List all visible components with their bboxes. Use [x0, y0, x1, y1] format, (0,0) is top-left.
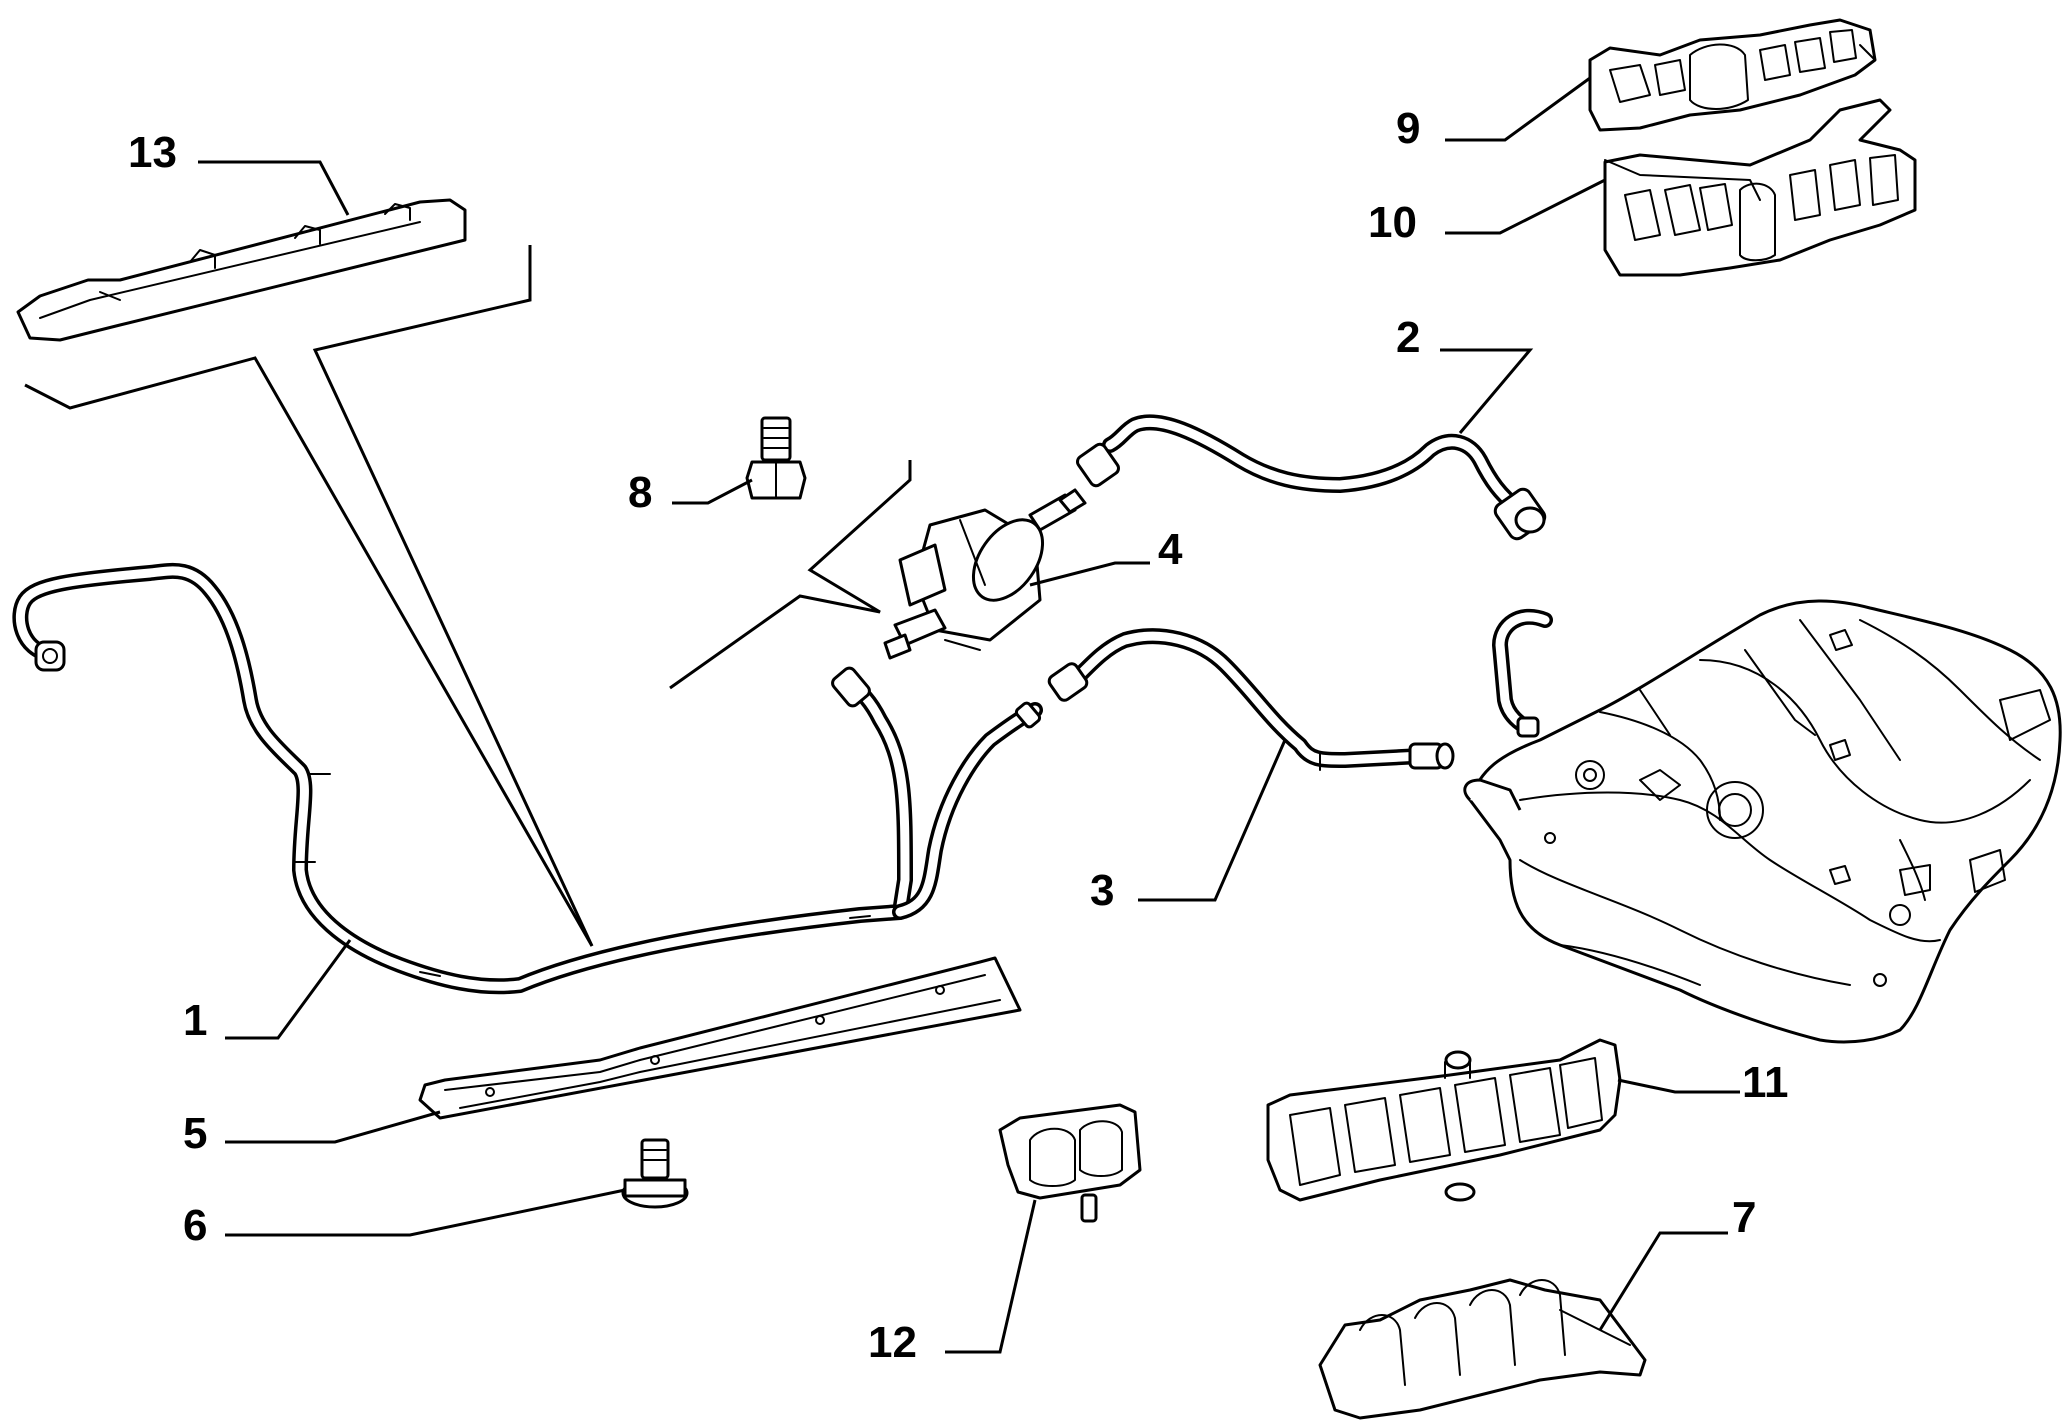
leader-lines [198, 76, 1740, 1354]
leader-4 [1029, 561, 1150, 587]
callout-3: 3 [1090, 866, 1114, 915]
part-3-fuel-line [1047, 628, 1455, 771]
callout-6: 6 [183, 1201, 207, 1250]
callout-12: 12 [868, 1318, 917, 1367]
callout-11: 11 [1742, 1058, 1789, 1107]
leader-11 [1617, 1078, 1740, 1094]
part-12-clip [998, 1103, 1142, 1223]
callout-9: 9 [1396, 104, 1420, 153]
part-4-fuel-filter [883, 488, 1087, 660]
leader-6 [225, 1188, 626, 1237]
callout-5: 5 [183, 1109, 207, 1158]
leader-10 [1445, 178, 1606, 235]
callout-labels: 1 2 3 4 5 6 7 8 9 10 11 12 13 [128, 104, 1789, 1367]
part-11-clip [1266, 1038, 1622, 1202]
callout-7: 7 [1732, 1193, 1756, 1242]
part-13-bracket [16, 198, 467, 342]
leader-1 [225, 939, 352, 1040]
callout-13: 13 [128, 128, 177, 177]
part-7-clip [1318, 1278, 1647, 1420]
leader-12 [945, 1199, 1037, 1354]
leader-3 [1138, 739, 1287, 902]
part-2-fuel-line [1075, 414, 1547, 541]
leader-9 [1445, 76, 1591, 142]
part-8-bolt [745, 416, 807, 500]
leader-8 [672, 478, 753, 505]
part-9-clip [1588, 18, 1877, 132]
part-1-fuel-line [12, 562, 1043, 995]
assembly-bracket-lines [24, 245, 912, 947]
leader-13 [198, 160, 350, 216]
callout-4: 4 [1158, 525, 1183, 574]
callout-8: 8 [628, 468, 652, 517]
leader-2 [1440, 348, 1534, 434]
leader-5 [225, 1110, 441, 1144]
part-6-bolt [621, 1138, 689, 1209]
fuel-tank [1463, 599, 2062, 1044]
callout-1: 1 [183, 996, 207, 1045]
part-10-clip [1603, 98, 1917, 277]
part-5-bracket [418, 956, 1022, 1120]
callout-10: 10 [1368, 198, 1417, 247]
callout-2: 2 [1396, 313, 1420, 362]
leader-7 [1598, 1231, 1728, 1331]
